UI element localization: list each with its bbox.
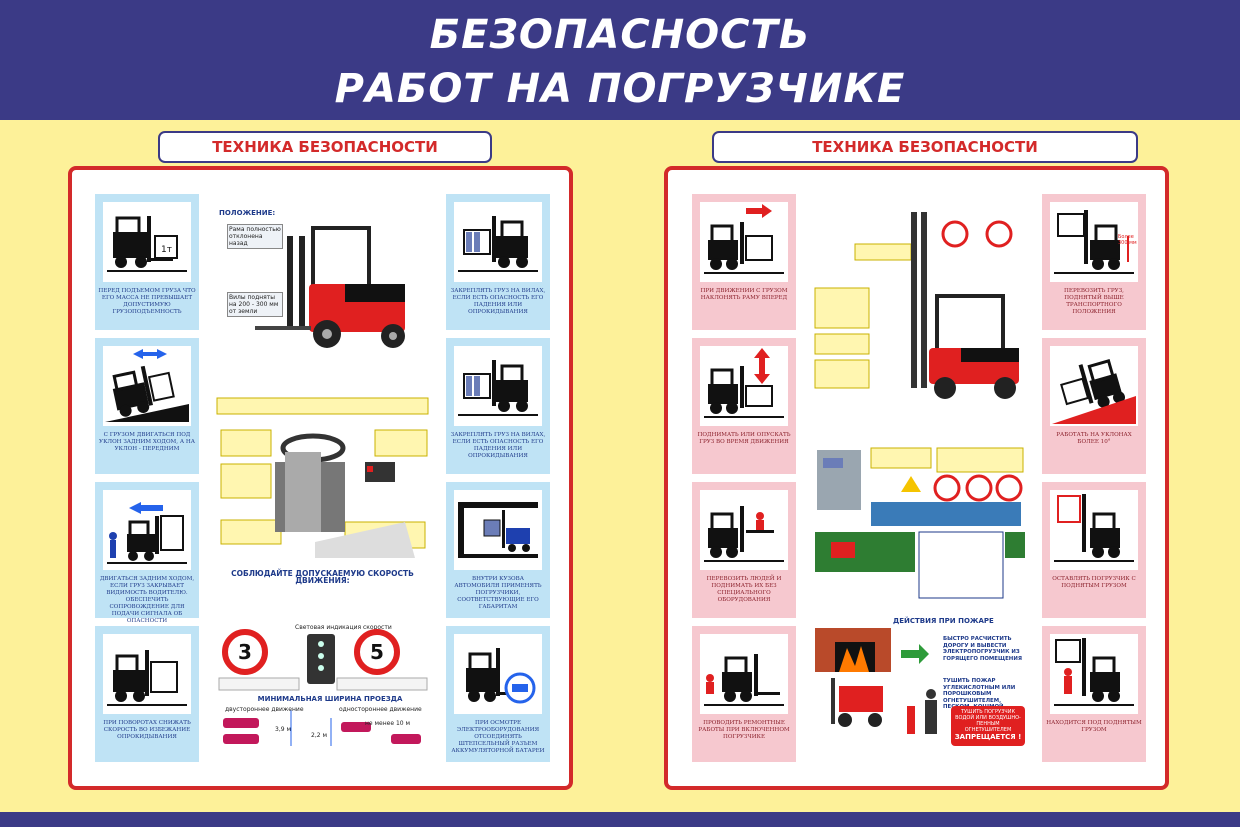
tile-caption: С ГРУЗОМ ДВИГАТЬСЯ ПОД УКЛОН ЗАДНИМ ХОДО… (99, 432, 195, 452)
position-mast-note: Рама полностью отклонена назад (227, 224, 283, 249)
forklift-slope-icon (105, 349, 189, 422)
position-forks-note: Вилы подняты на 200 - 300 мм от земли (227, 292, 283, 317)
page-title-line1: БЕЗОПАСНОСТЬ (429, 12, 811, 58)
two-way-label: двустороннее движение (225, 706, 304, 713)
tile-caption: ДВИГАТЬСЯ ЗАДНИМ ХОДОМ, ЕСЛИ ГРУЗ ЗАКРЫВ… (99, 576, 195, 624)
tile-caption: ВНУТРИ КУЗОВА АВТОМОБИЛЯ ПРИМЕНЯТЬ ПОГРУ… (454, 576, 542, 610)
tile-no-incline: РАБОТАТЬ НА УКЛОНАХ БОЛЕЕ 10° (1042, 338, 1146, 474)
tile-caption: ПОДНИМАТЬ ИЛИ ОПУСКАТЬ ГРУЗ ВО ВРЕМЯ ДВИ… (697, 432, 791, 445)
cabin-controls-icon (216, 397, 429, 558)
tile-slope-move: С ГРУЗОМ ДВИГАТЬСЯ ПОД УКЛОН ЗАДНИМ ХОДО… (95, 338, 199, 474)
tile-caption: ОСТАВЛЯТЬ ПОГРУЗЧИК С ПОДНЯТЫМ ГРУЗОМ (1052, 576, 1136, 589)
width-heading: МИНИМАЛЬНАЯ ШИРИНА ПРОЕЗДА (257, 695, 403, 703)
fire-heading: ДЕЙСТВИЯ ПРИ ПОЖАРЕ (893, 617, 994, 625)
battery-charging-illustration (811, 442, 1027, 602)
fire-warning-box: ТУШИТЬ ПОГРУЗЧИК ВОДОЙ ИЛИ ВОЗДУШНО-ПЕНН… (951, 706, 1025, 746)
forklift-secure-icon (458, 360, 538, 416)
tile-caption: ПРИ ДВИЖЕНИИ С ГРУЗОМ НАКЛОНЯТЬ РАМУ ВПЕ… (700, 288, 788, 301)
forklift-truck-icon (458, 502, 538, 558)
forklift-reverse-icon (107, 502, 187, 564)
above-300-label: Более 300 мм (1118, 234, 1137, 246)
tile-no-raised-park: ОСТАВЛЯТЬ ПОГРУЗЧИК С ПОДНЯТЫМ ГРУЗОМ (1042, 482, 1146, 618)
forklift-battery-icon (466, 648, 536, 704)
footer-band (0, 812, 1240, 827)
tile-tilt-forward: ПРИ ДВИЖЕНИИ С ГРУЗОМ НАКЛОНЯТЬ РАМУ ВПЕ… (692, 194, 796, 330)
speed-indicator-label: Световая индикация скорости (295, 624, 392, 631)
tile-secure-load-2: ЗАКРЕПЛЯТЬ ГРУЗ НА ВИЛАХ, ЕСЛИ ЕСТЬ ОПАС… (446, 338, 550, 474)
forklift-load-icon: 1т (107, 216, 187, 272)
width-value-2: 2,2 м (311, 732, 327, 739)
tile-reverse: ДВИГАТЬСЯ ЗАДНИМ ХОДОМ, ЕСЛИ ГРУЗ ЗАКРЫВ… (95, 482, 199, 624)
fire-scene-icon (815, 628, 937, 734)
tile-no-repair: ПРОВОДИТЬ РЕМОНТНЫЕ РАБОТЫ ПРИ ВКЛЮЧЕННО… (692, 626, 796, 762)
tile-caption: ПЕРЕВОЗИТЬ ГРУЗ, ПОДНЯТЫЙ ВЫШЕ ТРАНСПОРТ… (1064, 288, 1124, 315)
speed-limit-3: 3 (238, 640, 252, 664)
tile-no-people: ПЕРЕВОЗИТЬ ЛЮДЕЙ И ПОДНИМАТЬ ИХ БЕЗ СПЕЦ… (692, 482, 796, 618)
fire-warning-text: ТУШИТЬ ПОГРУЗЧИК ВОДОЙ ИЛИ ВОЗДУШНО-ПЕНН… (955, 709, 1021, 733)
forklift-under-icon (1054, 638, 1134, 706)
forklift-people-icon (704, 506, 784, 562)
left-panel: 1т ПЕРЕД ПОДЪЕМОМ ГРУЗА ЧТО ЕГО МАССА НЕ… (68, 166, 573, 790)
forklift-photo-icon (814, 212, 1023, 424)
page-title-line2: РАБОТ НА ПОГРУЗЧИКЕ (334, 66, 906, 112)
fire-warning-forbidden: ЗАПРЕЩАЕТСЯ ! (954, 733, 1022, 741)
width-value-1: 3,9 м (275, 726, 291, 733)
position-illustration: ПОЛОЖЕНИЕ: Рама полностью отклонена наза… (215, 208, 430, 364)
forklift-incline-icon (1052, 359, 1136, 424)
tile-truck-body: ВНУТРИ КУЗОВА АВТОМОБИЛЯ ПРИМЕНЯТЬ ПОГРУ… (446, 482, 550, 618)
tile-caption: ПРИ ОСМОТРЕ ЭЛЕКТРООБОРУДОВАНИЯ ОТСОЕДИН… (451, 720, 545, 754)
forklift-turn-icon (107, 650, 187, 706)
tile-caption: ПЕРЕД ПОДЪЕМОМ ГРУЗА ЧТО ЕГО МАССА НЕ ПР… (98, 288, 196, 315)
forklift-lift-icon (704, 348, 784, 418)
forklift-tilt-icon (704, 204, 784, 274)
left-section-badge: ТЕХНИКА БЕЗОПАСНОСТИ (158, 131, 492, 163)
forklift-photo-icon (255, 226, 405, 348)
tile-caption: ПЕРЕВОЗИТЬ ЛЮДЕЙ И ПОДНИМАТЬ ИХ БЕЗ СПЕЦ… (706, 576, 782, 603)
right-section-badge: ТЕХНИКА БЕЗОПАСНОСТИ (712, 131, 1138, 163)
right-panel: ПРИ ДВИЖЕНИИ С ГРУЗОМ НАКЛОНЯТЬ РАМУ ВПЕ… (664, 166, 1169, 790)
fire-step-1: БЫСТРО РАСЧИСТИТЬ ДОРОГУ И ВЫВЕСТИ ЭЛЕКТ… (943, 636, 1022, 662)
forklift-secure-icon (458, 216, 538, 272)
tile-check-load: 1т ПЕРЕД ПОДЪЕМОМ ГРУЗА ЧТО ЕГО МАССА НЕ… (95, 194, 199, 330)
forklift-high-icon (1054, 210, 1134, 274)
tile-caption: ЗАКРЕПЛЯТЬ ГРУЗ НА ВИЛАХ, ЕСЛИ ЕСТЬ ОПАС… (450, 288, 546, 315)
tile-caption: НАХОДИТСЯ ПОД ПОДНЯТЫМ ГРУЗОМ (1046, 720, 1142, 733)
speed-width-illustration: Световая индикация скорости 3 5 МИНИМАЛЬ… (215, 622, 430, 754)
tile-battery: ПРИ ОСМОТРЕ ЭЛЕКТРООБОРУДОВАНИЯ ОТСОЕДИН… (446, 626, 550, 762)
right-forklift-illustration (811, 208, 1027, 428)
forklift-raised-icon (1054, 494, 1134, 562)
svg-text:1т: 1т (161, 245, 172, 255)
fire-actions-illustration: ДЕЙСТВИЯ ПРИ ПОЖАРЕ БЫСТРО РАСЧИСТИТЬ ДО… (811, 616, 1027, 750)
position-heading: ПОЛОЖЕНИЕ: (219, 209, 276, 217)
one-way-label: одностороннее движение (339, 706, 422, 713)
tile-lift-moving: ПОДНИМАТЬ ИЛИ ОПУСКАТЬ ГРУЗ ВО ВРЕМЯ ДВИ… (692, 338, 796, 474)
forklift-repair-icon (704, 654, 784, 706)
tile-no-under-load: НАХОДИТСЯ ПОД ПОДНЯТЫМ ГРУЗОМ (1042, 626, 1146, 762)
speed-limit-5: 5 (370, 640, 384, 664)
tile-secure-load-1: ЗАКРЕПЛЯТЬ ГРУЗ НА ВИЛАХ, ЕСЛИ ЕСТЬ ОПАС… (446, 194, 550, 330)
header-banner: БЕЗОПАСНОСТЬ РАБОТ НА ПОГРУЗЧИКЕ (0, 0, 1240, 120)
battery-charger-icon (815, 447, 1025, 599)
width-value-3: не менее 10 м (365, 720, 411, 727)
tile-no-high-load: Более 300 мм ПЕРЕВОЗИТЬ ГРУЗ, ПОДНЯТЫЙ В… (1042, 194, 1146, 330)
speed-signs-icon (218, 629, 428, 746)
tile-caption: ЗАКРЕПЛЯТЬ ГРУЗ НА ВИЛАХ, ЕСЛИ ЕСТЬ ОПАС… (450, 432, 546, 459)
tile-caption: ПРОВОДИТЬ РЕМОНТНЫЕ РАБОТЫ ПРИ ВКЛЮЧЕННО… (698, 720, 790, 740)
tile-turn-slow: ПРИ ПОВОРОТАХ СНИЖАТЬ СКОРОСТЬ ВО ИЗБЕЖА… (95, 626, 199, 762)
tile-caption: ПРИ ПОВОРОТАХ СНИЖАТЬ СКОРОСТЬ ВО ИЗБЕЖА… (103, 720, 191, 740)
speed-heading: СОБЛЮДАЙТЕ ДОПУСКАЕМУЮ СКОРОСТЬ ДВИЖЕНИЯ… (231, 569, 414, 585)
cabin-illustration (215, 392, 430, 558)
tile-caption: РАБОТАТЬ НА УКЛОНАХ БОЛЕЕ 10° (1056, 432, 1132, 445)
